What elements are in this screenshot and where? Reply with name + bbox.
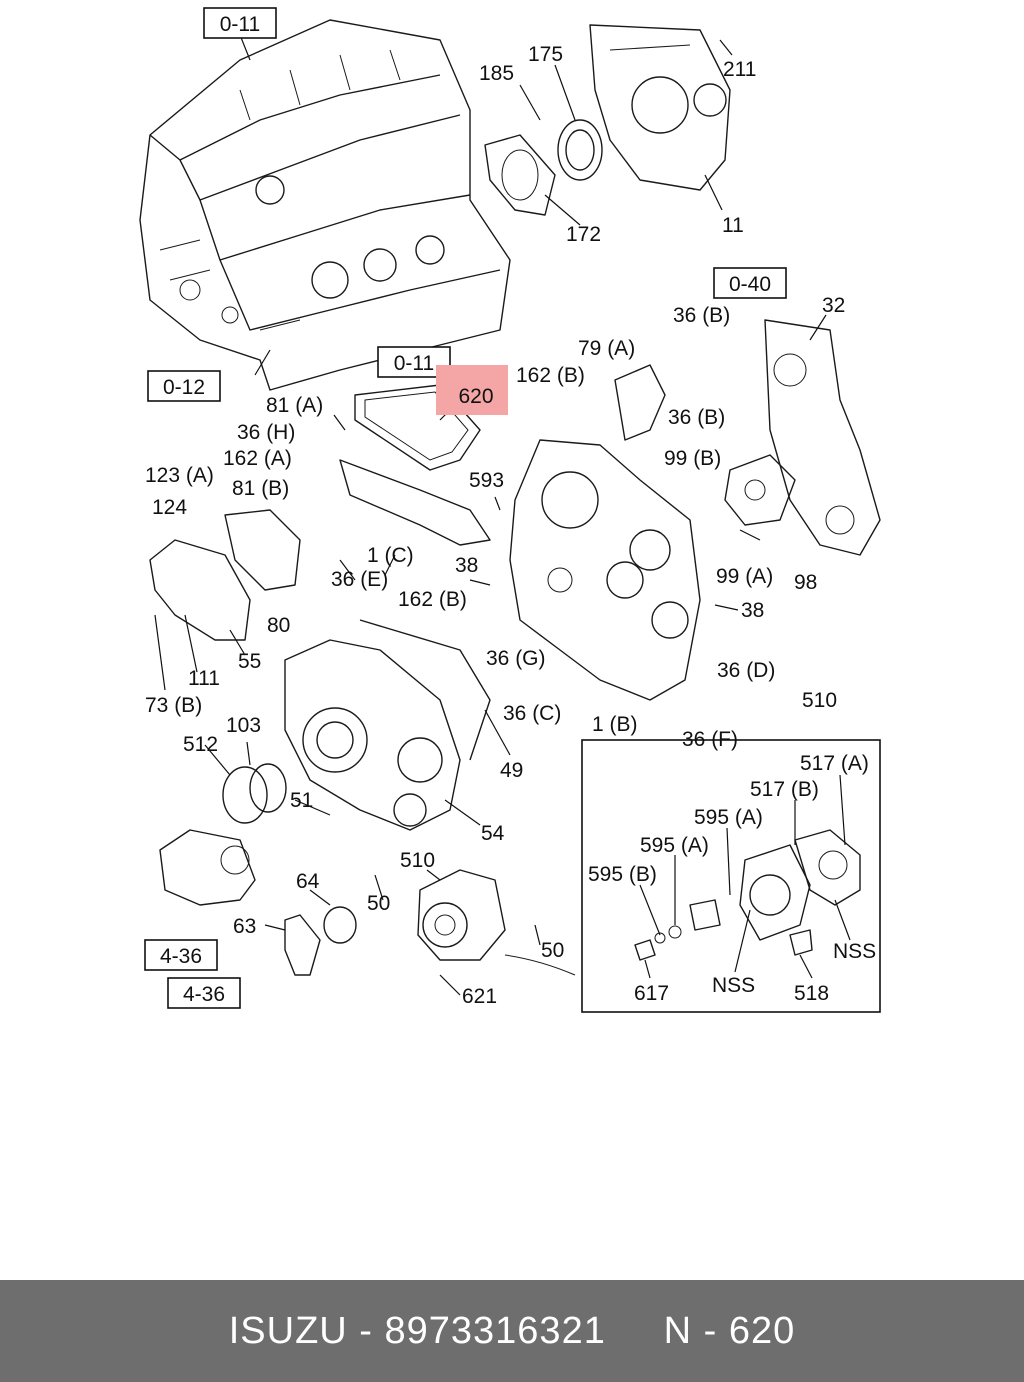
part-label: 593: [469, 469, 504, 492]
part-label: 38: [455, 554, 478, 577]
part-label: 111: [188, 667, 220, 690]
part-label: 98: [794, 571, 817, 594]
part-label: 54: [481, 822, 505, 845]
exploded-parts-diagram: 0-11 0-12 0-11 0-40 4-36 4-36 620 185 17…: [139, 7, 881, 1013]
part-label: 517 (B): [750, 778, 819, 801]
leader-lines: [154, 34, 851, 996]
part-label: 621: [462, 985, 497, 1008]
part-label: 123 (A): [145, 464, 214, 487]
part-label: 36 (D): [717, 659, 775, 682]
part-label: 36 (F): [682, 728, 738, 751]
part-label: 55: [238, 650, 261, 673]
svg-text:0-11: 0-11: [394, 352, 434, 375]
part-label: 1 (C): [367, 544, 414, 567]
part-label: 1 (B): [592, 713, 638, 736]
part-label: 11: [722, 214, 744, 237]
part-label: 124: [152, 496, 187, 519]
svg-text:4-36: 4-36: [183, 983, 225, 1006]
engine-block-drawing: [139, 19, 511, 391]
part-label: 617: [634, 982, 669, 1005]
part-label: 510: [400, 849, 435, 872]
svg-text:0-40: 0-40: [729, 273, 771, 296]
svg-text:0-12: 0-12: [163, 376, 205, 399]
svg-text:0-11: 0-11: [220, 13, 260, 36]
part-label: 63: [233, 915, 256, 938]
footer-separator: -: [347, 1309, 385, 1352]
part-label: 81 (B): [232, 477, 289, 500]
part-label: 185: [479, 62, 514, 85]
part-label: 99 (A): [716, 565, 773, 588]
part-label: 80: [267, 614, 290, 637]
svg-text:620: 620: [458, 385, 493, 408]
part-label: 175: [528, 43, 563, 66]
part-label: 50: [367, 892, 390, 915]
part-label: 79 (A): [578, 337, 635, 360]
part-label: 51: [290, 789, 313, 812]
part-number-footer: ISUZU - 8973316321 N - 620: [0, 1280, 1024, 1382]
footer-gap: [606, 1310, 664, 1353]
part-label: 36 (B): [668, 406, 725, 429]
part-label: 512: [183, 733, 218, 756]
part-label: 595 (B): [588, 863, 657, 886]
ref-box-0-40: 0-40: [713, 267, 787, 299]
oil-seal-drawing: [484, 119, 603, 216]
vacuum-pump-drawing: [159, 829, 357, 976]
part-label: 162 (A): [223, 447, 292, 470]
timing-case-drawing: [509, 439, 701, 701]
part-label: 510: [802, 689, 837, 712]
timing-cover-drawing: [222, 619, 491, 831]
part-label: 36 (H): [237, 421, 295, 444]
part-label: 162 (B): [398, 588, 467, 611]
part-label: 518: [794, 982, 829, 1005]
part-labels: 185 175 211 172 11 32 36 (B) 79 (A) 162 …: [145, 43, 876, 1008]
part-label: 36 (G): [486, 647, 546, 670]
part-label: 49: [500, 759, 523, 782]
part-label: 99 (B): [664, 447, 721, 470]
water-pump-drawing: [417, 869, 576, 976]
part-label: 38: [741, 599, 764, 622]
part-label: 172: [566, 223, 601, 246]
part-label: 36 (C): [503, 702, 561, 725]
idler-bracket-drawing: [614, 364, 796, 526]
part-label: NSS: [712, 974, 755, 997]
part-label: 50: [541, 939, 564, 962]
side-cover-drawing: [149, 509, 301, 641]
ref-box-4-36-b: 4-36: [167, 977, 241, 1009]
part-label: NSS: [833, 940, 876, 963]
part-label: 595 (A): [640, 834, 709, 857]
brand-name: ISUZU: [228, 1309, 348, 1352]
part-label: 36 (B): [673, 304, 730, 327]
part-number: 8973316321: [384, 1309, 606, 1352]
part-label: 517 (A): [800, 752, 869, 775]
part-label: 73 (B): [145, 694, 202, 717]
part-label: 81 (A): [266, 394, 323, 417]
svg-text:4-36: 4-36: [160, 945, 202, 968]
ref-box-4-36-a: 4-36: [144, 939, 218, 971]
gear-case-gasket-drawing: [764, 319, 881, 556]
part-label: 64: [296, 870, 320, 893]
flywheel-housing-plate-drawing: [589, 24, 731, 191]
part-label: 32: [822, 294, 845, 317]
ref-box-0-12: 0-12: [147, 370, 221, 402]
part-label: 162 (B): [516, 364, 585, 387]
part-label: 211: [723, 58, 756, 81]
reference-code: N - 620: [663, 1309, 796, 1352]
highlighted-part-620[interactable]: 620: [436, 365, 508, 415]
part-label: 103: [226, 714, 261, 737]
inset-drawing: [581, 739, 881, 1013]
ref-box-0-11-top: 0-11: [203, 7, 277, 39]
part-label: 595 (A): [694, 806, 763, 829]
part-label: 36 (E): [331, 568, 388, 591]
